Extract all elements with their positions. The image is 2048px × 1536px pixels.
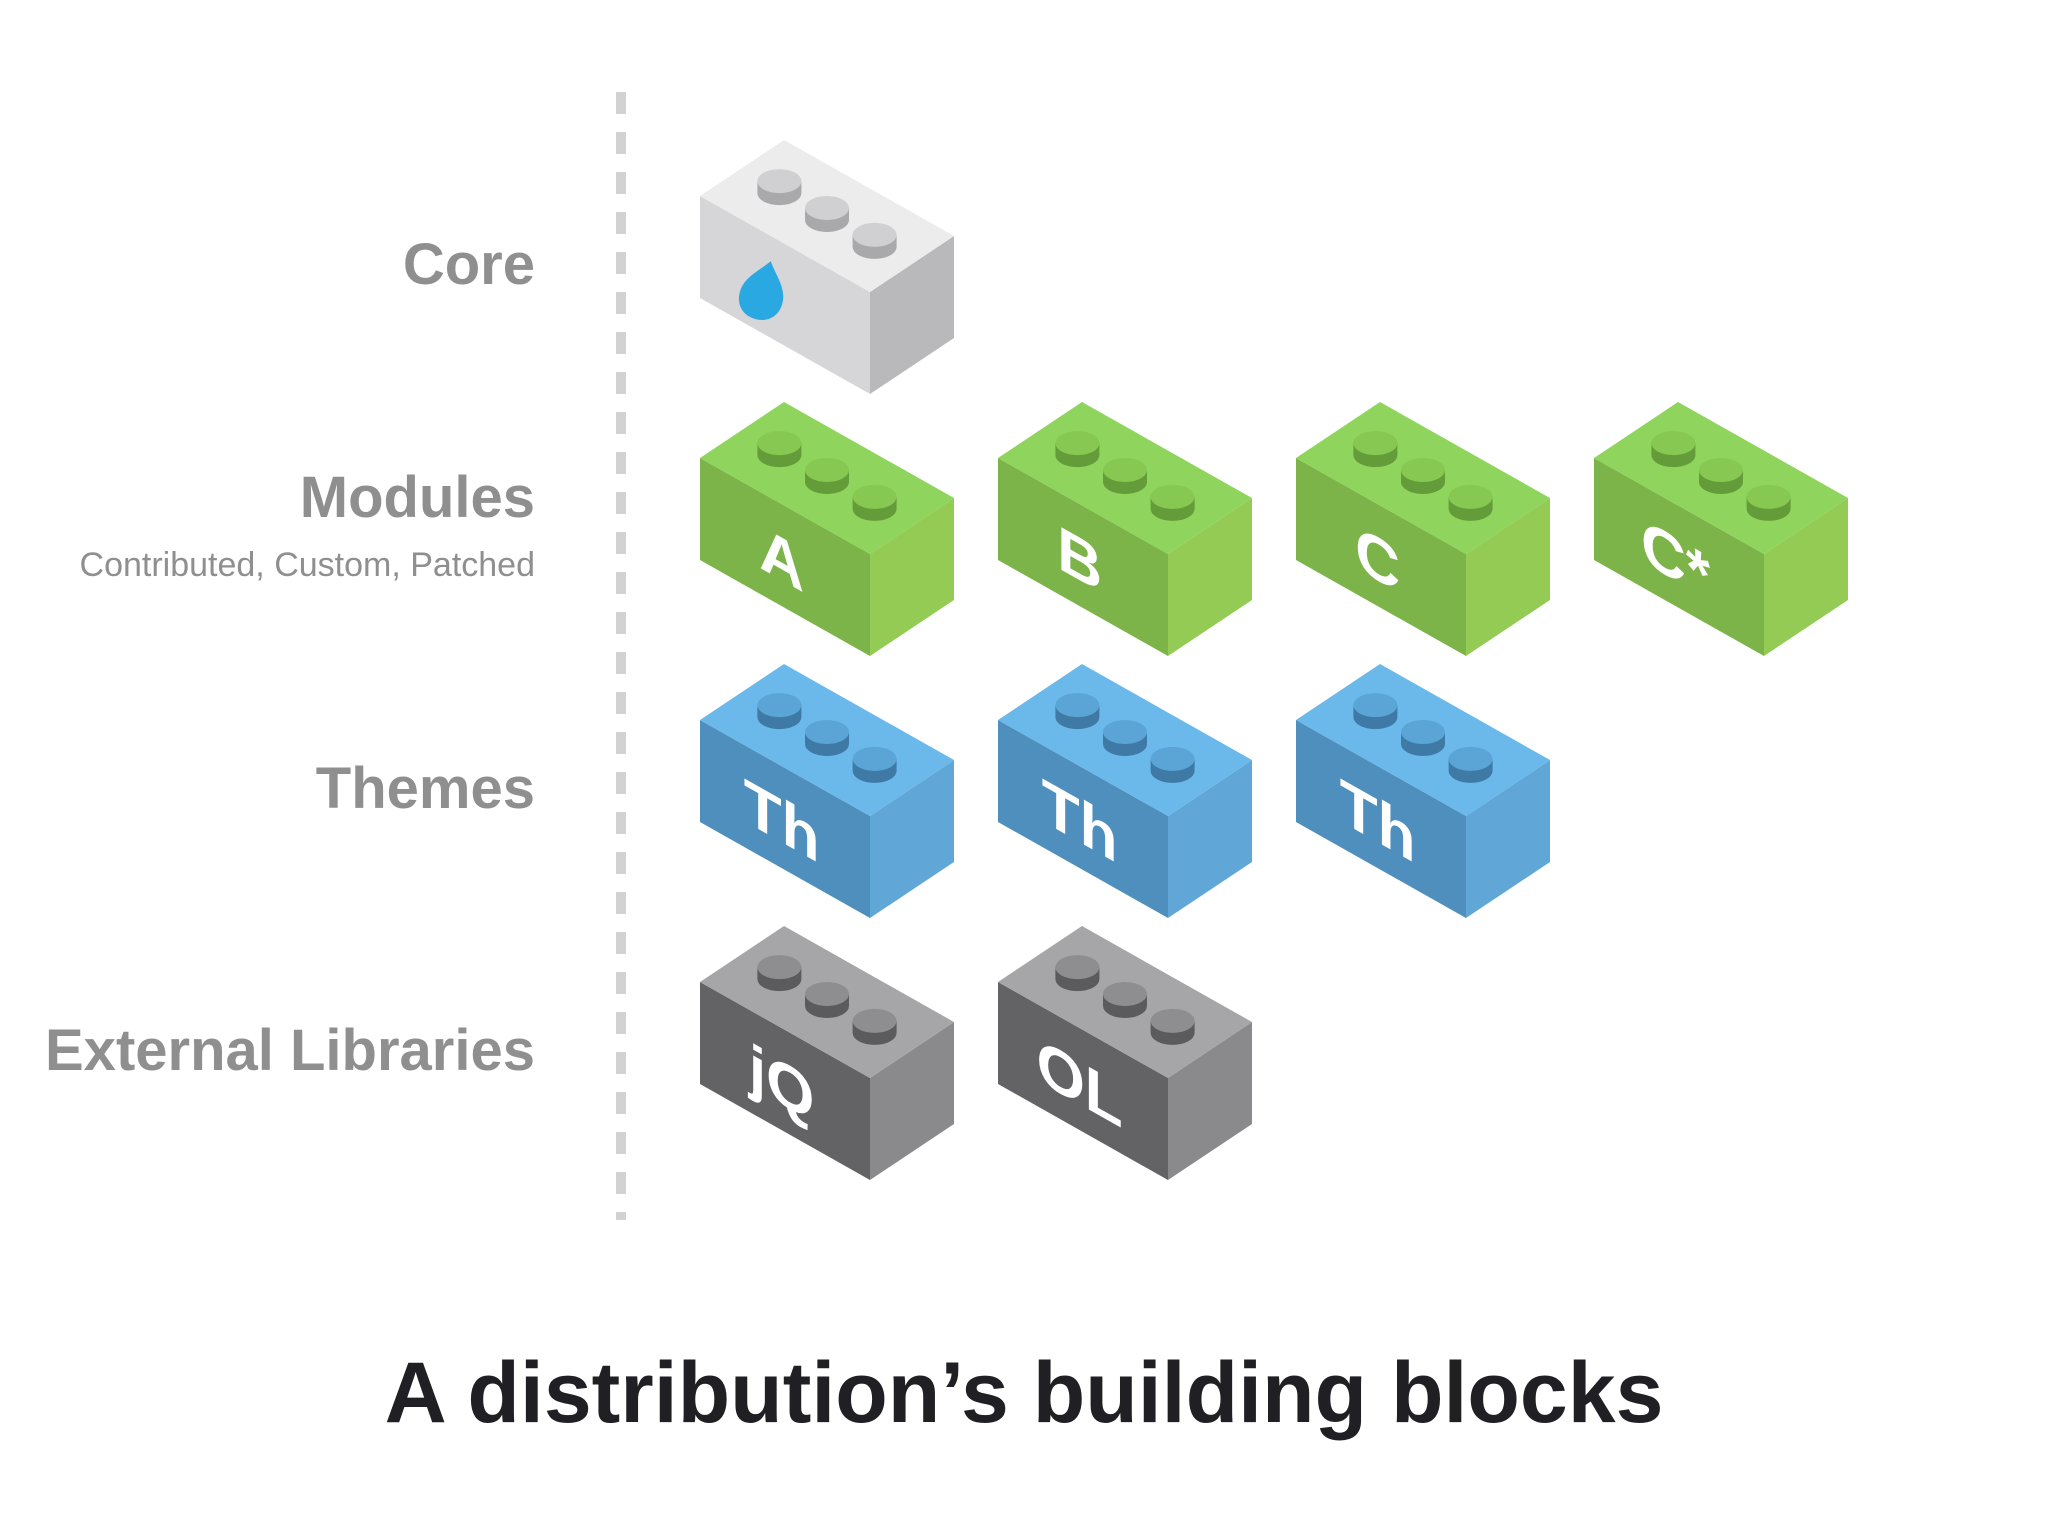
brick-stud bbox=[1055, 955, 1100, 980]
brick-modules-4: C* bbox=[1594, 402, 1848, 656]
brick-face-left bbox=[1296, 458, 1466, 656]
brick-stud bbox=[1448, 746, 1493, 771]
brick-face-right bbox=[1168, 498, 1252, 656]
brick-stud bbox=[852, 746, 897, 771]
brick-face-right bbox=[1168, 760, 1252, 918]
brick-themes-1: Th bbox=[700, 664, 954, 918]
row-label-external-libraries: External Libraries bbox=[45, 1018, 535, 1083]
brick-face-right bbox=[870, 498, 954, 656]
brick-stud bbox=[805, 458, 849, 482]
brick-face-right bbox=[1764, 498, 1848, 656]
brick-face-left bbox=[998, 720, 1168, 918]
row-sublabel-modules: Contributed, Custom, Patched bbox=[80, 546, 535, 584]
brick-stud bbox=[1746, 484, 1791, 509]
brick-stud bbox=[1448, 484, 1493, 509]
brick-face-left bbox=[1296, 720, 1466, 918]
brick-stud bbox=[1353, 693, 1398, 718]
row-label-modules: Modules bbox=[300, 465, 535, 530]
brick-face-left bbox=[1594, 458, 1764, 656]
drupal-drop-icon bbox=[738, 261, 784, 320]
brick-stud bbox=[805, 982, 849, 1006]
brick-face-left bbox=[700, 196, 870, 394]
brick-stud bbox=[757, 169, 802, 194]
brick-stud bbox=[852, 222, 897, 247]
brick-core-1 bbox=[700, 140, 954, 394]
brick-stud bbox=[1150, 746, 1195, 771]
brick-stud bbox=[1150, 484, 1195, 509]
drop-shape bbox=[738, 261, 784, 320]
brick-stud bbox=[1103, 720, 1147, 744]
brick-face-left bbox=[700, 720, 870, 918]
brick-modules-2: B bbox=[998, 402, 1252, 656]
brick-stud bbox=[1401, 458, 1445, 482]
brick-stud bbox=[852, 484, 897, 509]
brick-themes-2: Th bbox=[998, 664, 1252, 918]
brick-stud bbox=[1055, 431, 1100, 456]
brick-face-right bbox=[870, 760, 954, 918]
brick-modules-3: C bbox=[1296, 402, 1550, 656]
row-labels: Core Modules Contributed, Custom, Patche… bbox=[45, 232, 535, 1083]
brick-stud bbox=[1401, 720, 1445, 744]
brick-face-left bbox=[998, 458, 1168, 656]
brick-stud bbox=[1651, 431, 1696, 456]
brick-face-left bbox=[700, 458, 870, 656]
brick-stud bbox=[1150, 1008, 1195, 1033]
brick-external-1: jQ bbox=[700, 926, 954, 1180]
brick-stud bbox=[757, 693, 802, 718]
brick-external-2: OL bbox=[998, 926, 1252, 1180]
brick-stud bbox=[1055, 693, 1100, 718]
brick-face-left bbox=[700, 982, 870, 1180]
diagram-caption: A distribution’s building blocks bbox=[385, 1345, 1664, 1441]
brick-stud bbox=[1103, 982, 1147, 1006]
brick-stud bbox=[805, 196, 849, 220]
brick-face-right bbox=[1466, 498, 1550, 656]
brick-stud bbox=[1353, 431, 1398, 456]
brick-face-right bbox=[1466, 760, 1550, 918]
brick-face-left bbox=[998, 982, 1168, 1180]
brick-themes-3: Th bbox=[1296, 664, 1550, 918]
brick-stud bbox=[1699, 458, 1743, 482]
brick-face-right bbox=[870, 1022, 954, 1180]
brick-stud bbox=[1103, 458, 1147, 482]
brick-face-right bbox=[870, 236, 954, 394]
brick-stud bbox=[757, 431, 802, 456]
brick-stud bbox=[805, 720, 849, 744]
brick-stud bbox=[757, 955, 802, 980]
row-label-themes: Themes bbox=[316, 756, 535, 821]
brick-stud bbox=[852, 1008, 897, 1033]
row-label-core: Core bbox=[403, 232, 535, 297]
brick-modules-1: A bbox=[700, 402, 954, 656]
brick-face-right bbox=[1168, 1022, 1252, 1180]
